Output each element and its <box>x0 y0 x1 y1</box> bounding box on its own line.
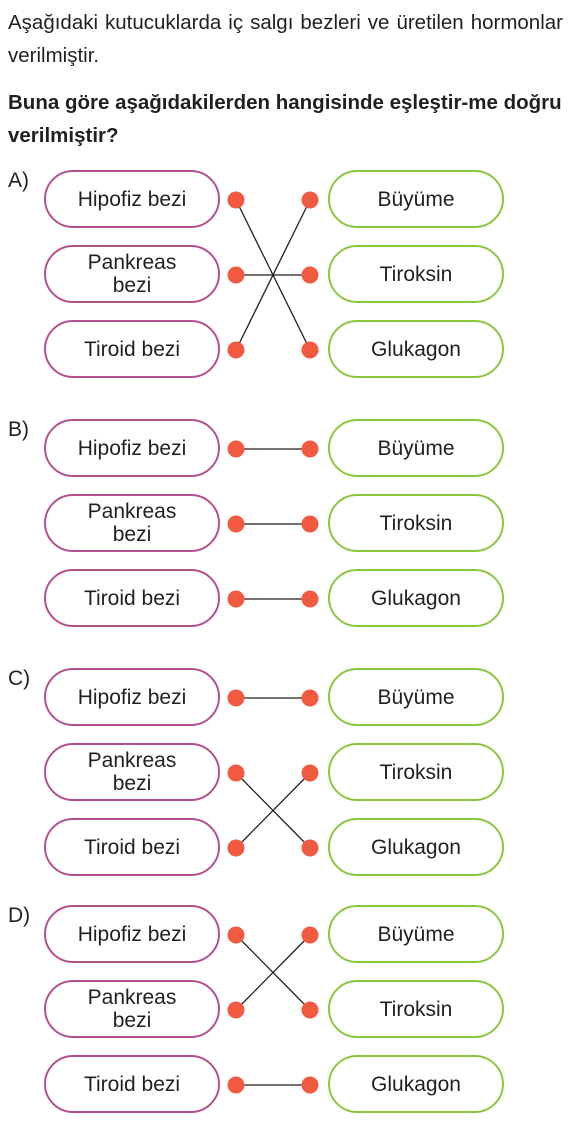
hormone-dot <box>301 764 319 782</box>
gland-dot <box>227 515 245 533</box>
hormone-box-glukagon: Glukagon <box>328 818 504 876</box>
gland-box-pankreas: Pankreas bezi <box>44 743 220 801</box>
gland-dot <box>227 266 245 284</box>
gland-dot <box>227 1001 245 1019</box>
hormone-dot <box>301 1001 319 1019</box>
hormone-dot <box>301 1076 319 1094</box>
hormone-box-glukagon: Glukagon <box>328 569 504 627</box>
connection-line <box>235 934 311 1011</box>
hormone-dot <box>301 515 319 533</box>
gland-dot <box>227 191 245 209</box>
hormone-dot <box>301 590 319 608</box>
hormone-dot <box>301 341 319 359</box>
gland-label-pankreas: Pankreas bezi <box>87 986 177 1032</box>
gland-dot <box>227 764 245 782</box>
gland-dot <box>227 590 245 608</box>
gland-box-tiroid: Tiroid bezi <box>44 320 220 378</box>
gland-dot <box>227 926 245 944</box>
hormone-dot <box>301 839 319 857</box>
hormone-box-tiroksin: Tiroksin <box>328 980 504 1038</box>
gland-box-hipofiz: Hipofiz bezi <box>44 905 220 963</box>
gland-dot <box>227 341 245 359</box>
gland-dot <box>227 440 245 458</box>
option-d[interactable]: D) Hipofiz bezi Pankreas bezi Tiroid bez… <box>0 904 575 1120</box>
option-label: B) <box>8 418 29 441</box>
hormone-dot <box>301 266 319 284</box>
gland-box-pankreas: Pankreas bezi <box>44 980 220 1038</box>
gland-box-tiroid: Tiroid bezi <box>44 569 220 627</box>
hormone-box-glukagon: Glukagon <box>328 1055 504 1113</box>
connection-diagram <box>227 689 319 857</box>
gland-box-pankreas: Pankreas bezi <box>44 245 220 303</box>
connection-line <box>235 199 311 351</box>
hormone-dot <box>301 689 319 707</box>
connection-diagram <box>227 191 319 359</box>
gland-box-hipofiz: Hipofiz bezi <box>44 170 220 228</box>
option-label: C) <box>8 667 31 690</box>
gland-box-tiroid: Tiroid bezi <box>44 818 220 876</box>
gland-box-tiroid: Tiroid bezi <box>44 1055 220 1113</box>
gland-dot <box>227 839 245 857</box>
hormone-box-tiroksin: Tiroksin <box>328 494 504 552</box>
gland-label-pankreas: Pankreas bezi <box>87 749 177 795</box>
connection-diagram <box>227 440 319 608</box>
gland-label-pankreas: Pankreas bezi <box>87 500 177 546</box>
connection-diagram <box>227 926 319 1094</box>
hormone-box-tiroksin: Tiroksin <box>328 245 504 303</box>
connection-line <box>235 772 311 849</box>
intro-text: Aşağıdaki kutucuklarda iç salgı bezleri … <box>8 11 563 67</box>
gland-box-hipofiz: Hipofiz bezi <box>44 668 220 726</box>
hormone-box-buyume: Büyüme <box>328 419 504 477</box>
gland-box-pankreas: Pankreas bezi <box>44 494 220 552</box>
option-b[interactable]: B) Hipofiz bezi Pankreas bezi Tiroid bez… <box>0 418 575 634</box>
gland-dot <box>227 689 245 707</box>
option-a[interactable]: A) Hipofiz bezi Pankreas bezi Tiroid bez… <box>0 169 575 385</box>
option-label: A) <box>8 169 29 192</box>
gland-box-hipofiz: Hipofiz bezi <box>44 419 220 477</box>
hormone-dot <box>301 191 319 209</box>
hormone-box-buyume: Büyüme <box>328 170 504 228</box>
option-label: D) <box>8 904 31 927</box>
hormone-dot <box>301 440 319 458</box>
hormone-box-buyume: Büyüme <box>328 905 504 963</box>
hormone-box-tiroksin: Tiroksin <box>328 743 504 801</box>
question-text: Buna göre aşağıdakilerden hangisinde eşl… <box>8 91 562 147</box>
gland-dot <box>227 1076 245 1094</box>
option-c[interactable]: C) Hipofiz bezi Pankreas bezi Tiroid bez… <box>0 667 575 883</box>
hormone-box-buyume: Büyüme <box>328 668 504 726</box>
hormone-dot <box>301 926 319 944</box>
hormone-box-glukagon: Glukagon <box>328 320 504 378</box>
gland-label-pankreas: Pankreas bezi <box>87 251 177 297</box>
